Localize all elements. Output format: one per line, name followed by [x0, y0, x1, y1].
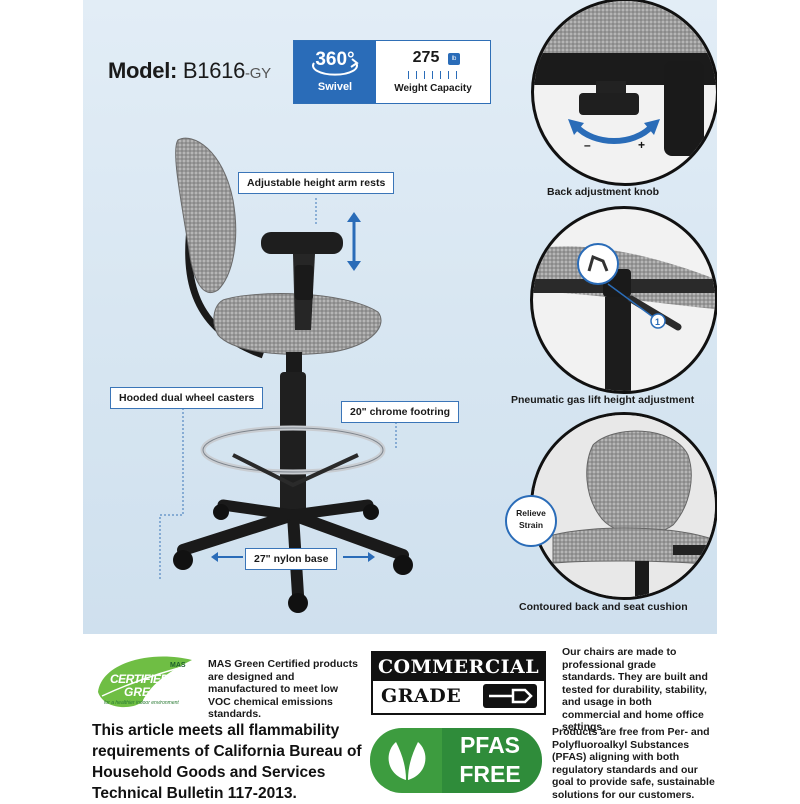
pfas-description: Products are free from Per- and Polyfluo… [552, 726, 715, 801]
model-code: B1616 [182, 58, 246, 83]
label-casters: Hooded dual wheel casters [110, 387, 264, 409]
mas-description: MAS Green Certified products are designe… [208, 658, 358, 720]
mas-tag: for a healthier indoor environment [104, 700, 179, 706]
mas-top: MAS [170, 662, 186, 669]
pfas-leaf-icon [388, 742, 426, 780]
mas-certified-green-logo: MAS CERTIFIED GREEN for a healthier indo… [92, 652, 200, 714]
drafting-chair-image [159, 137, 413, 613]
caption-knob: Back adjustment knob [547, 186, 660, 198]
label-footring: 20" chrome footring [341, 401, 460, 423]
mas-leaf-icon [98, 656, 195, 708]
wrench-fist-icon [483, 684, 537, 708]
commercial-description: Our chairs are made to professional grad… [562, 646, 708, 733]
cushion-detail-circle [530, 412, 717, 600]
swivel-badge: 360° Swivel [294, 41, 376, 103]
strain-label: Strain [518, 520, 544, 530]
lift-marker: 1 [655, 317, 660, 327]
caption-lift: Pneumatic gas lift height adjustment [511, 394, 695, 406]
commercial-grade-logo: COMMERCIAL GRADE [371, 651, 546, 715]
pfas-line2: FREE [459, 761, 521, 787]
label-base: 27" nylon base [245, 548, 338, 570]
mas-main-2: GREEN [124, 685, 167, 699]
weight-icon: lb [448, 53, 460, 65]
knob-plus: + [638, 138, 645, 152]
relieve-label: Relieve [516, 508, 546, 518]
weight-label: Weight Capacity [394, 83, 472, 94]
product-hero-panel: Model: B1616-GY 360° Swivel 275 lb Weigh… [83, 0, 717, 634]
spec-badge: 360° Swivel 275 lb Weight Capacity [293, 40, 491, 104]
swivel-label: Swivel [317, 81, 353, 93]
scale-ticks-icon [408, 71, 458, 79]
mas-main-1: CERTIFIED [110, 672, 169, 686]
pfas-free-logo: PFAS FREE [370, 728, 542, 793]
commercial-line2: GRADE [381, 685, 462, 707]
lift-detail-circle: 1 [530, 206, 717, 394]
model-title: Model: B1616-GY [108, 58, 271, 83]
lift-detail-image: 1 [533, 243, 715, 391]
pfas-text-badge: PFAS FREE [442, 728, 542, 793]
swivel-degrees: 360° [315, 49, 355, 70]
knob-minus: – [584, 138, 591, 152]
flammability-statement: This article meets all flammability requ… [92, 722, 362, 802]
label-arm-rests: Adjustable height arm rests [238, 172, 395, 194]
model-suffix: -GY [245, 65, 271, 82]
pfas-line1: PFAS [459, 732, 521, 758]
swivel-arrow-icon [312, 58, 359, 76]
caption-cushion: Contoured back and seat cushion [519, 601, 688, 613]
weight-unit: lb [451, 56, 457, 62]
weight-value: 275 [412, 49, 440, 66]
commercial-line1: COMMERCIAL [373, 653, 544, 681]
relieve-strain-badge: Relieve Strain [505, 495, 557, 547]
cushion-detail-image [533, 415, 715, 597]
knob-detail-image: – + [534, 1, 716, 156]
weight-capacity-badge: 275 lb Weight Capacity [376, 41, 490, 103]
knob-detail-circle: – + [531, 0, 717, 186]
pfas-leaf-badge [370, 728, 442, 793]
